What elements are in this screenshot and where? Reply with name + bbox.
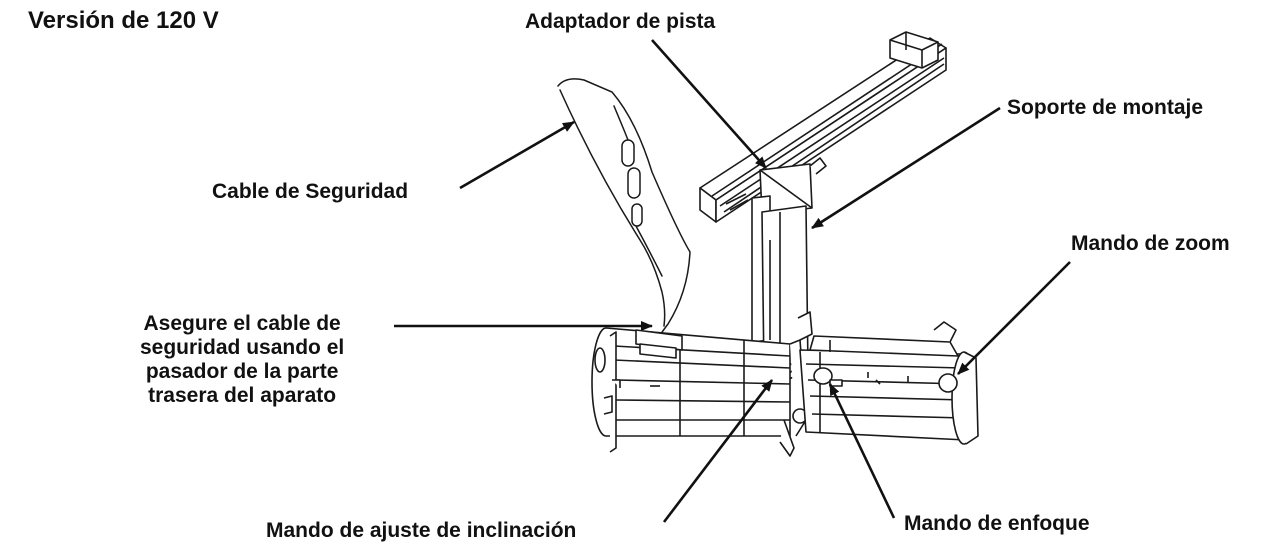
arrow-tilt-knob (662, 379, 774, 523)
safety-cable (557, 78, 691, 339)
arrow-zoom-knob (957, 261, 1071, 375)
arrow-safety-cable (459, 120, 575, 190)
label-tilt-knob: Mando de ajuste de inclinación (266, 519, 577, 542)
label-mounting-bracket: Soporte de montaje (1007, 96, 1204, 119)
diagram-title: Versión de 120 V (28, 7, 219, 34)
callout-arrows (394, 39, 1071, 523)
label-safety-cable: Cable de Seguridad (212, 180, 409, 203)
arrow-mounting-bracket (811, 106, 1001, 230)
label-track-adapter: Adaptador de pista (525, 10, 716, 33)
arrow-focus-knob (828, 383, 896, 519)
arrow-track-adapter (651, 39, 767, 169)
track-rail (699, 31, 947, 223)
label-focus-knob: Mando de enfoque (904, 512, 1090, 535)
label-secure-cable: Asegure el cable de seguridad usando el … (140, 312, 345, 407)
label-zoom-knob: Mando de zoom (1071, 232, 1230, 255)
